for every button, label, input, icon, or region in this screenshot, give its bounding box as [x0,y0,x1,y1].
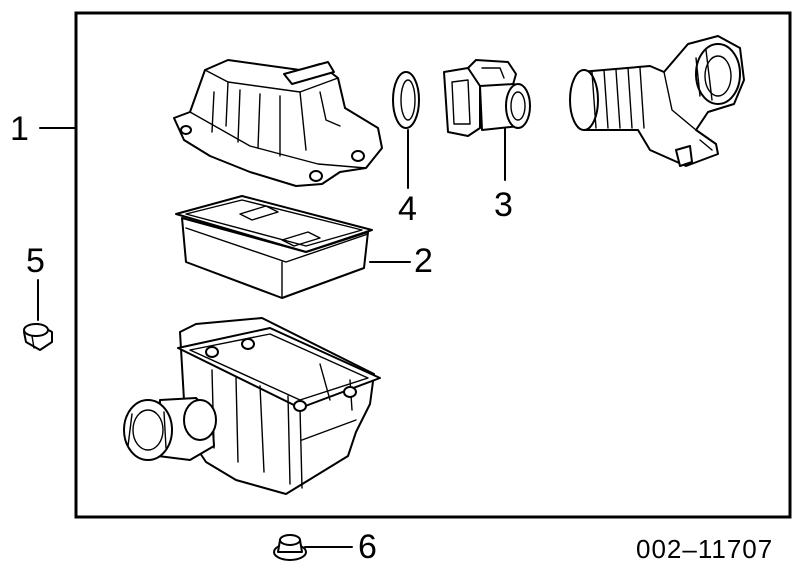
assembly-frame [74,11,792,519]
intake-duct [569,35,745,167]
seal-ring [392,71,420,129]
reference-number: 002–11707 [636,534,774,564]
air-cleaner-upper-cover [173,59,383,187]
retainer [273,534,307,561]
callout-2: 2 [414,242,433,280]
leader-lines [37,119,506,548]
air-cleaner-lower-box [123,317,381,495]
callout-1: 1 [10,110,29,148]
callout-5: 5 [26,242,45,280]
grommet [23,323,53,351]
callout-6: 6 [358,528,377,566]
mass-airflow-sensor [443,59,531,137]
air-filter-element [175,195,373,299]
callout-3: 3 [494,186,513,224]
callout-4: 4 [398,190,417,228]
